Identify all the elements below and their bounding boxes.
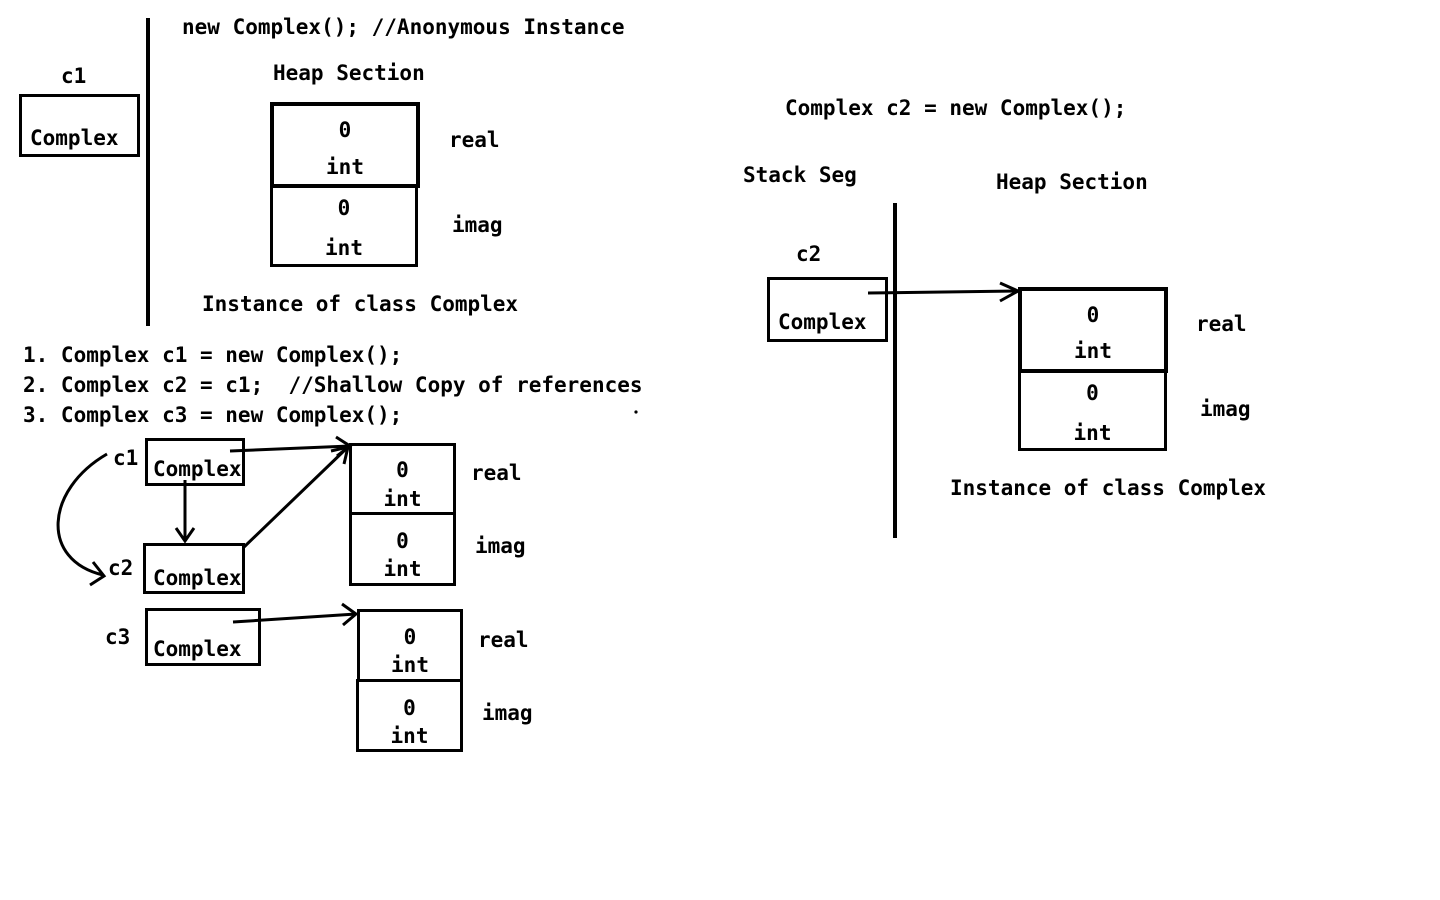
right-real-label: real: [1196, 312, 1247, 336]
code-line-1: 1. Complex c1 = new Complex();: [23, 343, 403, 367]
stack-heap-divider-top-left: [146, 18, 150, 326]
imag-value: 0: [337, 196, 351, 220]
arrow-right-c2-to-object: [867, 281, 1022, 303]
obj2-imag-label: imag: [482, 701, 533, 725]
top-left-real-label: real: [449, 128, 500, 152]
stray-dot: [634, 410, 638, 414]
code-line-3: 3. Complex c3 = new Complex();: [23, 403, 403, 427]
top-left-imag-cell: 0 int: [270, 185, 418, 267]
code-line-2: 2. Complex c2 = c1; //Shallow Copy of re…: [23, 373, 643, 397]
obj2-imag-value: 0: [403, 696, 416, 720]
real-value: 0: [338, 118, 352, 142]
c1-ref-type: Complex: [30, 126, 119, 150]
right-c2-ref-box: [767, 277, 888, 342]
obj2-imag-cell: 0 int: [356, 679, 463, 752]
stack-seg-label: Stack Seg: [743, 163, 857, 187]
c3-ref-box-bottom: [145, 608, 261, 666]
heap-section-label-right: Heap Section: [996, 170, 1148, 194]
obj1-real-value: 0: [396, 458, 409, 482]
stack-heap-divider-right: [893, 203, 897, 538]
right-imag-label: imag: [1200, 397, 1251, 421]
anonymous-instance-heading: new Complex(); //Anonymous Instance: [182, 15, 625, 39]
c2-ref-type-bottom: Complex: [153, 566, 242, 590]
top-left-caption: Instance of class Complex: [202, 292, 519, 316]
right-c2-name: c2: [796, 242, 822, 266]
real-type: int: [326, 155, 364, 179]
obj2-real-label: real: [478, 628, 529, 652]
obj1-real-type: int: [383, 487, 422, 511]
obj2-real-value: 0: [403, 625, 417, 649]
obj1-imag-label: imag: [475, 534, 526, 558]
arrow-c3-to-obj2: [232, 602, 359, 627]
obj2-real-type: int: [391, 653, 429, 677]
obj1-imag-value: 0: [396, 529, 409, 553]
c2-ref-box-bottom: [143, 543, 245, 594]
c1-ref-type-bottom: Complex: [153, 457, 242, 481]
obj2-real-cell: 0 int: [357, 609, 463, 682]
c3-name-label: c3: [105, 625, 131, 649]
obj1-imag-cell: 0 int: [349, 512, 456, 586]
imag-type: int: [325, 236, 363, 260]
c1-name-label: c1: [113, 446, 139, 470]
top-left-real-cell: 0 int: [270, 102, 420, 188]
heap-section-label-top-left: Heap Section: [273, 61, 425, 85]
obj1-imag-type: int: [383, 557, 422, 581]
right-heading: Complex c2 = new Complex();: [785, 96, 1127, 120]
obj1-real-cell: 0 int: [349, 443, 456, 515]
c1-ref-name: c1: [61, 64, 87, 88]
right-imag-cell: 0 int: [1018, 369, 1167, 451]
obj1-real-label: real: [471, 461, 522, 485]
c2-name-label: c2: [108, 556, 134, 580]
right-caption: Instance of class Complex: [950, 476, 1267, 500]
right-real-value: 0: [1086, 303, 1100, 327]
right-imag-type: int: [1073, 421, 1112, 445]
arrow-c1-to-c2: [174, 480, 196, 544]
right-real-type: int: [1074, 339, 1112, 363]
right-real-cell: 0 int: [1018, 287, 1168, 373]
curved-arrow-c1-to-c2: [56, 452, 108, 587]
obj2-imag-type: int: [390, 724, 429, 748]
c1-ref-box-bottom: [145, 438, 245, 486]
arrow-c1-to-obj1: [229, 435, 353, 458]
top-left-imag-label: imag: [452, 213, 503, 237]
right-c2-ref-type: Complex: [778, 310, 867, 334]
c3-ref-type-bottom: Complex: [153, 637, 242, 661]
c1-ref-box: [19, 94, 140, 157]
arrow-c2-to-obj1: [241, 444, 351, 550]
right-imag-value: 0: [1086, 381, 1099, 405]
